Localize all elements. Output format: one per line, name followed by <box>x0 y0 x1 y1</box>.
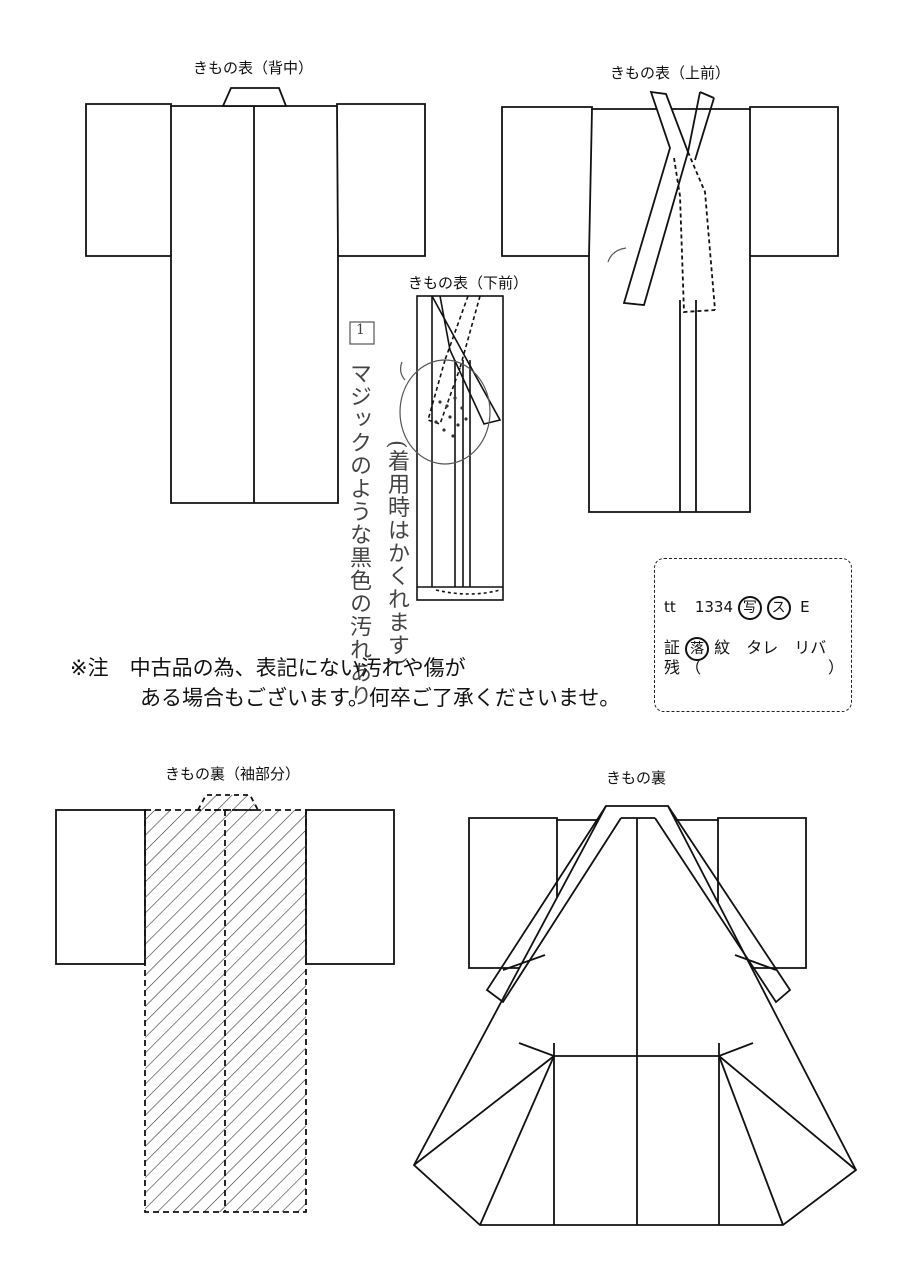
kimono-front-upper-diagram <box>501 90 839 513</box>
code-number: 1334 <box>694 598 734 616</box>
code-circled-b: ス <box>766 596 791 620</box>
kimono-lining-sleeve-diagram <box>55 794 395 1213</box>
code-row-2: 証 落 紋 タレ リバ <box>664 634 826 661</box>
label-front-lower: きもの表（下前） <box>408 274 529 292</box>
code-grade: E <box>800 598 810 616</box>
handwritten-hidden-note: (着用時はかくれます) <box>384 440 409 667</box>
label-front-upper: きもの表（上前） <box>610 64 731 82</box>
code-row-3: 残 （ <box>664 654 701 678</box>
code-row3-label: 残 <box>664 658 681 677</box>
label-lining: きもの裏 <box>606 769 667 787</box>
handwritten-marker: 1 <box>356 322 365 338</box>
kimono-back-diagram <box>85 87 426 504</box>
notice-line-2: ある場合もございます。何卒ご了承くださいませ。 <box>140 686 621 710</box>
handwritten-stain-note: マジックのような黒色の汚れあり <box>346 362 371 707</box>
kimono-front-lower-diagram <box>349 295 504 601</box>
code-row3-open: （ <box>685 658 702 677</box>
code-row2-items: 紋 タレ リバ <box>714 638 827 657</box>
code-row2-label: 証 <box>664 638 681 657</box>
code-circled-a: 写 <box>737 596 762 620</box>
code-row-1: tt 1334 写 ス E <box>664 596 810 620</box>
code-row3-close: ） <box>828 658 845 677</box>
notice-line-1: ※注 中古品の為、表記にない汚れや傷が <box>70 656 466 680</box>
code-prefix: tt <box>664 598 676 616</box>
label-lining-sleeve: きもの裏（袖部分） <box>165 765 301 783</box>
label-back: きもの表（背中） <box>193 59 314 77</box>
kimono-lining-diagram <box>412 805 858 1226</box>
code-box <box>654 558 852 712</box>
